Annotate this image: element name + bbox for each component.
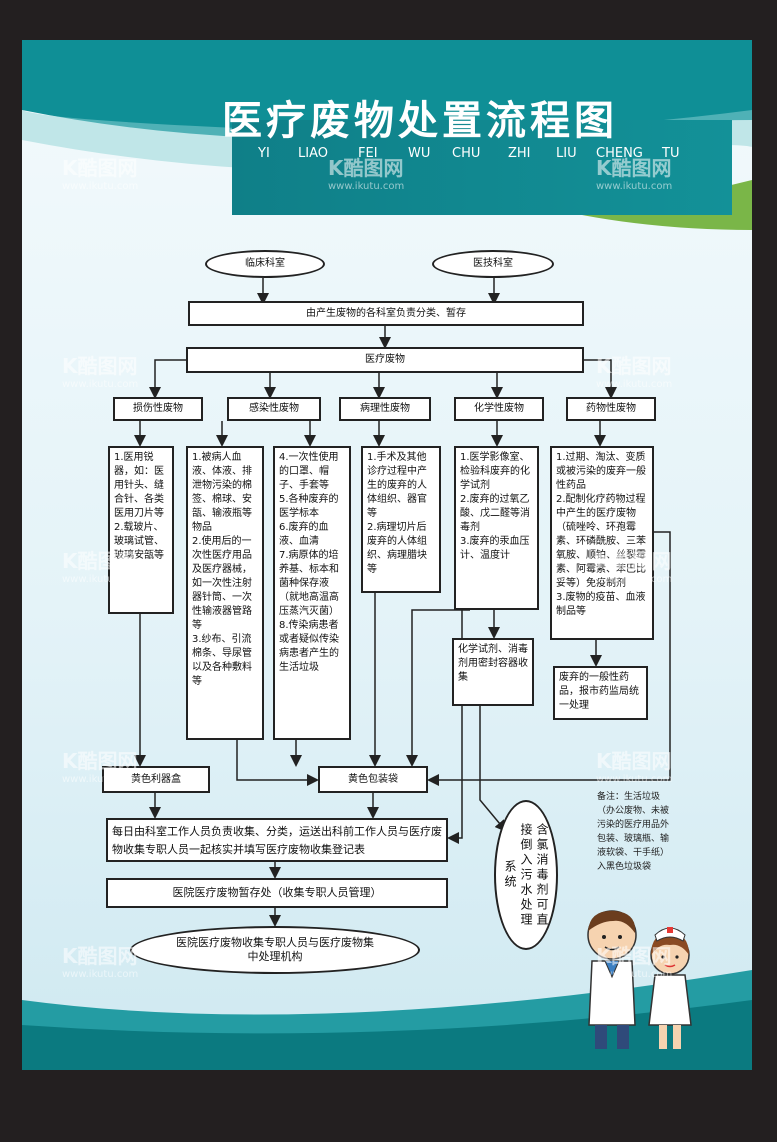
pinyin-7: LIU [556,146,577,161]
sharps-box-node: 黄色利器盒 [102,766,210,793]
pinyin-1: YI [258,146,270,161]
damage-detail-box: 1.医用锐器，如：医用针头、缝合针、各类医用刀片等 2.载玻片、玻璃试管、玻璃安… [108,446,174,614]
yellow-bag-node: 黄色包装袋 [318,766,428,793]
category-infectious: 感染性废物 [227,397,321,421]
pinyin-5: CHU [452,146,481,161]
infectious-detail-box-1: 1.被病人血液、体液、排泄物污染的棉签、棉球、安瓿、输液瓶等物品 2.使用后的一… [186,446,264,740]
pinyin-8: CHENG [596,146,643,161]
category-damage: 损伤性废物 [113,397,203,421]
remark-note: 备注：生活垃圾（办公废物、未被污染的医疗用品外包装、玻璃瓶、输液软袋、干手纸）入… [597,792,670,872]
temp-storage-node: 医院医疗废物暂存处（收集专职人员管理） [106,878,448,908]
chemical-detail-box: 1.医学影像室、检验科废弃的化学试剂 2.废弃的过氧乙酸、戊二醛等消毒剂 3.废… [454,446,539,610]
pinyin-9: TU [662,146,680,161]
drug-general-box: 废弃的一般性药品，报市药监局统一处理 [553,666,648,720]
pinyin-6: ZHI [508,146,531,161]
medtech-dept-node: 医技科室 [432,250,554,278]
nurse-icon [648,927,692,1049]
chemical-container-box: 化学试剂、消毒剂用密封容器收集 [452,638,534,706]
medical-waste-node: 医疗废物 [186,347,584,373]
pathological-detail-box: 1.手术及其他诊疗过程中产生的废弃的人体组织、器官等 2.病理切片后废弃的人体组… [361,446,441,593]
classify-storage-node: 由产生废物的各科室负责分类、暂存 [188,301,584,326]
infectious-detail-box-2: 4.一次性使用的口罩、帽子、手套等 5.各种废弃的医学标本 6.废弃的血液、血清… [273,446,351,740]
pinyin-3: FEI [358,146,378,161]
doctor-icon [587,910,637,1049]
collection-node: 每日由科室工作人员负责收集、分类，运送出科前工作人员与医疗废物收集专职人员一起核… [106,818,448,862]
final-disposal-node: 医院医疗废物收集专职人员与医疗废物集中处理机构 [130,926,420,974]
page-title: 医疗废物处置流程图 [222,98,618,144]
doctor-nurse-illustration [587,910,692,1049]
category-pathological: 病理性废物 [339,397,431,421]
category-chemical: 化学性废物 [454,397,544,421]
clinical-dept-node: 临床科室 [205,250,325,278]
pinyin-4: WU [408,146,431,161]
sewage-text: 含氯消毒剂可直接倒入污水处理系统 [503,822,549,928]
pinyin-2: LIAO [298,146,328,161]
drug-detail-box: 1.过期、淘汰、变质或被污染的废弃一般性药品 2.配制化疗药物过程中产生的医疗废… [550,446,654,640]
title-banner [232,120,732,215]
category-drug: 药物性废物 [566,397,656,421]
sewage-node: 含氯消毒剂可直接倒入污水处理系统 [494,800,558,950]
